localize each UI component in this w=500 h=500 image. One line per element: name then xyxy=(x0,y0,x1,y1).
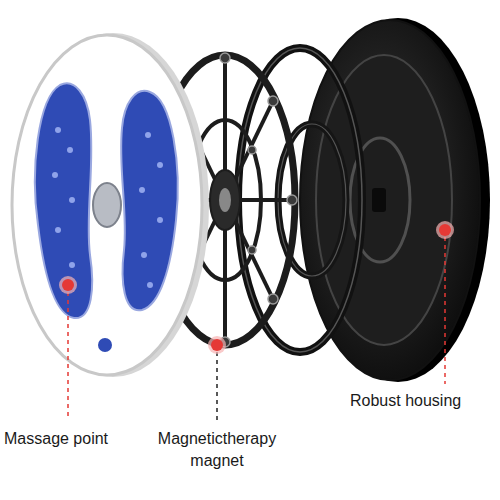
disc-bottom-stud xyxy=(98,338,112,352)
massage-bump xyxy=(52,172,58,178)
housing-figure xyxy=(300,18,490,382)
wheel-hub xyxy=(210,170,240,230)
massage-bump xyxy=(69,197,75,203)
magnet xyxy=(287,195,297,205)
disc-center-badge xyxy=(93,183,121,227)
massage-bump xyxy=(55,127,61,133)
part-label: Robust housing xyxy=(350,390,461,412)
callout-dot xyxy=(439,224,451,236)
magnet xyxy=(248,246,256,254)
callout-halo xyxy=(59,276,77,294)
housing-inner xyxy=(316,55,452,345)
disc-figure xyxy=(12,33,209,377)
massage-bump xyxy=(55,227,61,233)
massage-bump xyxy=(69,262,75,268)
massage-bump xyxy=(147,282,153,288)
callout-halo xyxy=(208,336,226,354)
massage-bump xyxy=(157,162,163,168)
wheel-axle xyxy=(219,188,231,212)
leader-line xyxy=(444,237,446,384)
callouts xyxy=(59,221,454,420)
massage-bump xyxy=(157,217,163,223)
leader-line xyxy=(67,292,69,420)
callout-halo xyxy=(436,221,454,239)
part-label: Magnetictherapy magnet xyxy=(150,428,284,472)
magnet xyxy=(268,294,278,304)
magnet xyxy=(248,146,256,154)
foot-pad xyxy=(121,91,178,311)
magnet xyxy=(268,96,278,106)
foot-pad xyxy=(35,83,92,318)
callout-dot xyxy=(62,279,74,291)
massage-bump xyxy=(139,187,145,193)
magnet xyxy=(220,53,230,63)
massage-bump xyxy=(145,132,151,138)
massage-bump xyxy=(67,147,73,153)
housing-shell xyxy=(300,20,480,380)
callout-dot xyxy=(211,339,223,351)
massage-bump xyxy=(141,252,147,258)
leader-line xyxy=(216,352,218,420)
housing-slot xyxy=(372,188,386,212)
disc-plate xyxy=(12,35,202,375)
part-label: Massage point xyxy=(4,428,108,450)
